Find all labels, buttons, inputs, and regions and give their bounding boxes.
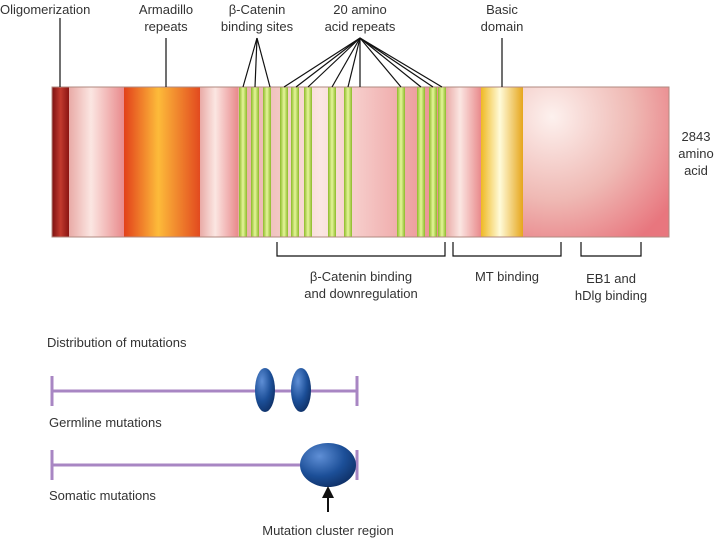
- label-line: β-Catenin: [228, 2, 286, 17]
- label-line: Armadillo: [138, 2, 194, 17]
- label-line: acid: [684, 163, 708, 178]
- segment-c-terminal: [523, 87, 669, 237]
- label-basic-domain: Basic domain: [467, 1, 537, 35]
- label-oligomerization: Oligomerization: [0, 2, 91, 17]
- protein-bar: [51, 86, 670, 238]
- label-distribution-of-mutations: Distribution of mutations: [47, 335, 187, 350]
- label-20-amino-acid-repeats: 20 amino acid repeats: [310, 1, 410, 35]
- label-line: hDlg binding: [574, 288, 648, 303]
- segment-repeat-zone: [238, 87, 446, 237]
- label-line: binding sites: [220, 19, 294, 34]
- stripe: [438, 87, 446, 237]
- stripe: [280, 87, 288, 237]
- germline-hotspot-1: [255, 368, 275, 412]
- label-beta-catenin-binding-sites: β-Catenin binding sites: [207, 1, 307, 35]
- segment-basic-domain: [481, 87, 523, 237]
- germline-track: [50, 368, 359, 412]
- segment-oligomerization: [52, 87, 69, 237]
- stripe: [397, 87, 405, 237]
- label-pointer-lines: [59, 18, 503, 88]
- mutation-cluster-ellipse: [300, 443, 356, 487]
- stripe: [417, 87, 425, 237]
- label-somatic-mutations: Somatic mutations: [49, 488, 156, 503]
- cluster-arrow-icon: [322, 486, 334, 512]
- label-line: β-Catenin binding: [309, 269, 413, 284]
- label-armadillo-repeats: Armadillo repeats: [126, 1, 206, 35]
- stripe: [328, 87, 336, 237]
- label-line: Basic: [486, 2, 518, 17]
- segment-armadillo: [124, 87, 200, 237]
- segment-pink-1: [69, 87, 124, 237]
- stripe: [239, 87, 247, 237]
- label-germline-mutations: Germline mutations: [49, 415, 162, 430]
- label-line: acid repeats: [324, 19, 396, 34]
- somatic-track: [50, 443, 359, 487]
- germline-hotspot-2: [291, 368, 311, 412]
- label-line: 20 amino: [333, 2, 387, 17]
- label-line: repeats: [144, 19, 188, 34]
- stripe: [263, 87, 271, 237]
- green-stripes: [239, 87, 446, 237]
- stripe: [429, 87, 437, 237]
- label-line: EB1 and: [586, 271, 636, 286]
- segment-pink-3: [446, 87, 481, 237]
- stripe: [291, 87, 299, 237]
- label-protein-length: 2843 amino acid: [673, 128, 719, 179]
- label-line: domain: [480, 19, 524, 34]
- label-mutation-cluster-region: Mutation cluster region: [262, 523, 394, 538]
- label-line: amino: [678, 146, 714, 161]
- label-line: and downregulation: [304, 286, 418, 301]
- bracket-mt-binding: [452, 242, 562, 257]
- bracket-beta-catenin: [276, 242, 446, 257]
- label-mt-binding: MT binding: [474, 269, 540, 284]
- label-eb1-hdlg-binding: EB1 and hDlg binding: [566, 270, 656, 304]
- stripe: [251, 87, 259, 237]
- label-beta-catenin-downregulation: β-Catenin binding and downregulation: [281, 268, 441, 302]
- region-brackets: [276, 242, 642, 257]
- segment-pink-2: [200, 87, 238, 237]
- stripe: [344, 87, 352, 237]
- bracket-eb1: [580, 242, 642, 257]
- label-line: 2843: [681, 129, 711, 144]
- stripe: [304, 87, 312, 237]
